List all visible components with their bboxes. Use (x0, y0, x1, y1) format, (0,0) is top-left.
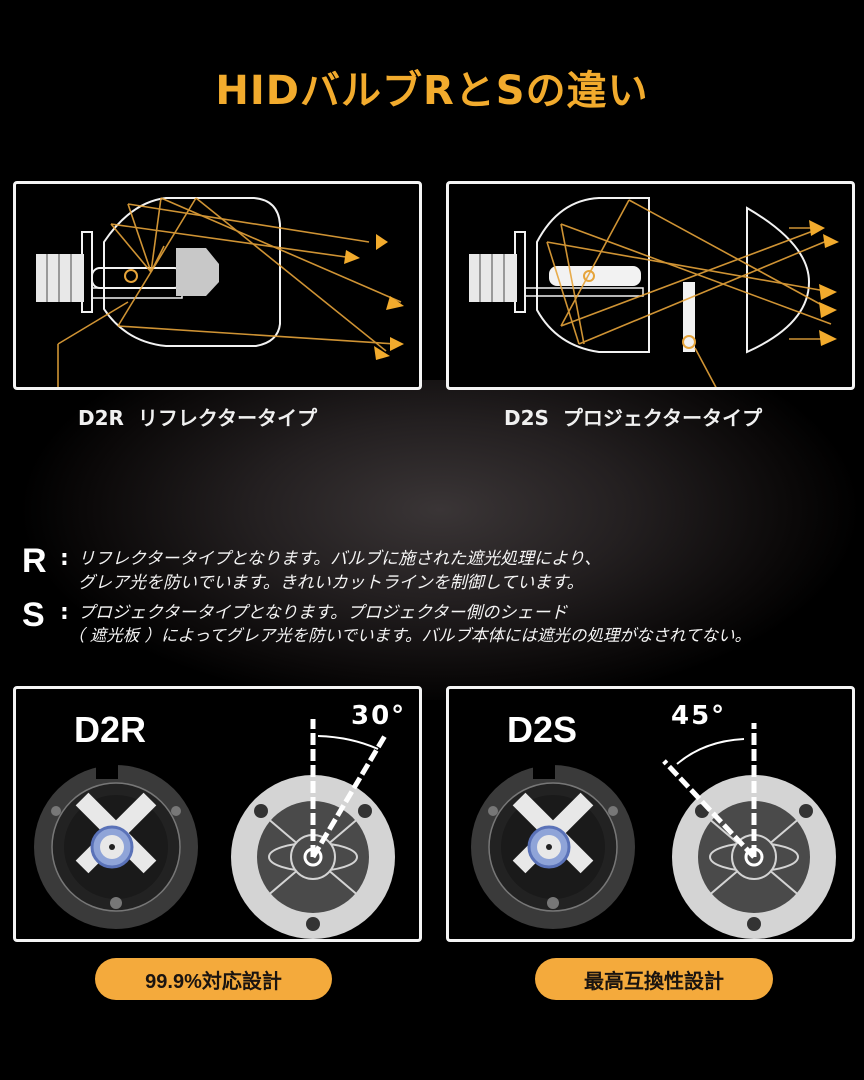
bulb-label: D2S (507, 709, 578, 750)
d2r-bulb-panel: D2R 30° (13, 686, 422, 942)
bulb-label: D2R (74, 709, 147, 750)
background-glow (0, 380, 864, 700)
bulb-connector-illustration (34, 719, 395, 939)
description-line: グレア光を防いでいます。きれいカットラインを制御しています。 (78, 573, 584, 593)
caption-code: D2S (504, 406, 549, 430)
caption-d2s: D2S プロジェクタータイプ (504, 402, 762, 431)
caption-type: リフレクタータイプ (137, 406, 318, 430)
description-line: （ 遮光板 ）によってグレア光を防いでいます。バルブ本体には遮光の処理がなされて… (68, 626, 752, 645)
caption-code: D2R (78, 406, 124, 430)
description-letter: S (22, 596, 45, 634)
badge-best-compatibility: 最高互換性設計 (535, 958, 773, 1000)
angle-label: 30° (351, 701, 407, 731)
badge-compatibility-999: 99.9%対応設計 (95, 958, 332, 1000)
page-title: HIDバルブRとSの違い (215, 68, 649, 114)
description-line: リフレクタータイプとなります。バルブに施された遮光処理により、 (78, 549, 602, 569)
description-colon: : (60, 546, 69, 571)
description-line: プロジェクタータイプとなります。プロジェクター側のシェード (78, 603, 568, 623)
d2r-reflector-diagram (13, 181, 422, 390)
angle-label: 45° (671, 701, 727, 731)
reflector-illustration (36, 197, 404, 387)
d2s-projector-diagram (446, 181, 855, 390)
caption-type: プロジェクタータイプ (562, 406, 763, 430)
description-letter: R (22, 542, 47, 580)
bulb-connector-illustration (471, 723, 836, 939)
description-colon: : (60, 600, 69, 625)
d2s-bulb-panel: D2S 45° (446, 686, 855, 942)
projector-illustration (469, 197, 839, 387)
caption-d2r: D2R リフレクタータイプ (78, 402, 317, 431)
